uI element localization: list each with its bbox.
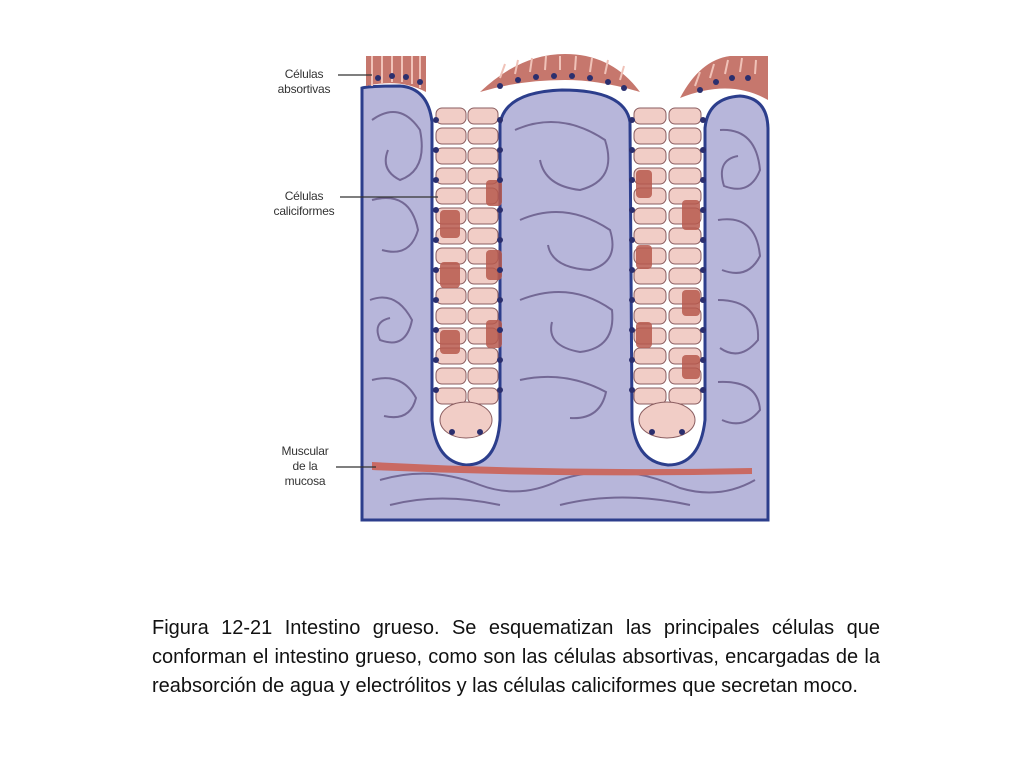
label-muscularis-mucosae: Muscular de la mucosa [281,444,329,488]
muscularis-mucosae [372,462,752,476]
label-absorptive-cells: Células absortivas [277,67,331,96]
label-goblet-cells: Células caliciformes [273,189,335,218]
figure-caption: Figura 12-21 Intestino grueso. Se esquem… [152,617,880,697]
goblet-cells [440,170,700,379]
cell-nuclei [375,73,751,435]
lamina-propria [360,84,770,522]
large-intestine-diagram [336,54,770,522]
connective-tissue-swirls [369,111,762,506]
